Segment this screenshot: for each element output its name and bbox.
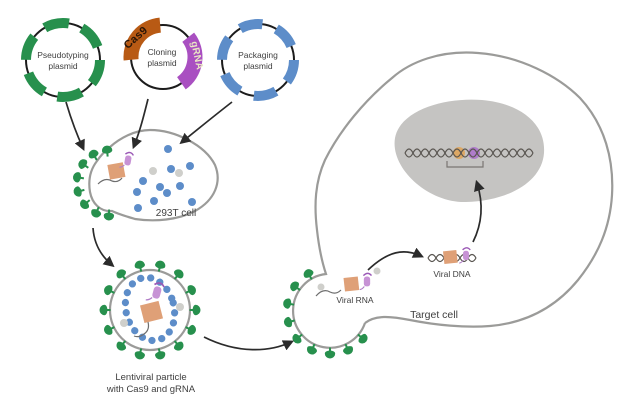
protein-dot — [149, 167, 157, 175]
spike-icon — [72, 171, 85, 184]
cloning-label-line1: Cloning — [148, 47, 177, 57]
arrow-dna-to-nucleus — [472, 179, 485, 243]
capsid-dot — [167, 165, 175, 173]
capsid-dot — [164, 145, 172, 153]
spike-icon — [76, 157, 92, 173]
rna-strand — [315, 289, 342, 297]
capsid-dot — [163, 189, 171, 197]
arrow-cloning-to-cell — [131, 98, 149, 150]
target-cell-membrane — [291, 51, 614, 349]
packaging-label-line2: plasmid — [243, 61, 273, 71]
spike-icon — [72, 184, 86, 198]
capsid-proteins — [133, 145, 196, 212]
producer-cell-label: 293T cell — [156, 208, 196, 219]
packaging-gene-segments — [217, 19, 299, 101]
envelope-gene-segments — [21, 18, 105, 102]
cas9-grna-complex — [97, 150, 135, 185]
protein-dot — [317, 283, 325, 291]
viral-dna-label: Viral DNA — [433, 269, 470, 279]
capsid-dot — [139, 177, 147, 185]
cas9-gene-arc — [123, 17, 162, 61]
viral-rna-label: Viral RNA — [336, 295, 373, 305]
packaging-plasmid: Packaging plasmid — [217, 19, 299, 101]
grna-icon — [359, 272, 373, 291]
capsid-dot — [186, 162, 194, 170]
producer-cell-293t: 293T cell — [72, 128, 219, 222]
rna-strand — [97, 177, 123, 185]
nucleus — [394, 99, 545, 203]
capsid-dot — [134, 204, 142, 212]
spike-icon — [189, 304, 201, 316]
pseudotyping-label-line2: plasmid — [48, 61, 78, 71]
cas9-protein-icon — [107, 162, 126, 180]
capsid-dot — [150, 197, 158, 205]
capsid-ring — [121, 273, 179, 345]
pseudotyping-plasmid: Pseudotyping plasmid — [21, 18, 105, 102]
particle-label-line2: with Cas9 and gRNA — [106, 384, 196, 395]
rna-strand — [133, 321, 150, 338]
arrow-packaging-to-cell — [179, 101, 233, 145]
capsid-dot — [156, 183, 164, 191]
spike-icon — [324, 347, 336, 359]
protein-dot — [175, 169, 183, 177]
cas9-protein-icon — [343, 276, 360, 292]
arrow-particle-to-target — [203, 336, 294, 351]
cloning-label-line2: plasmid — [147, 58, 177, 68]
293t-cell-membrane — [88, 128, 219, 222]
viral-rna-complex: Viral RNA — [315, 267, 381, 305]
spike-icon — [290, 330, 306, 346]
process-arrows — [65, 98, 485, 351]
protein-dot — [373, 267, 381, 275]
grna-gene-arc — [176, 32, 203, 90]
spike-icon — [99, 304, 111, 316]
arrow-pseudotyping-to-cell — [65, 101, 85, 152]
integration-bracket — [446, 161, 484, 168]
capsid-dot — [176, 182, 184, 190]
integrated-cas9-site — [453, 147, 465, 159]
lentiviral-particle: Lentiviral particle with Cas9 and gRNA — [99, 259, 201, 395]
particle-label-line1: Lentiviral particle — [115, 372, 186, 383]
genomic-dna-helix-2 — [404, 148, 534, 158]
protein-dot — [120, 319, 128, 327]
cargo-cas9-grna — [133, 279, 166, 338]
capsid-dot — [188, 198, 196, 206]
packaging-label-line1: Packaging — [238, 50, 278, 60]
spike-icon — [354, 330, 370, 346]
target-cell-label: Target cell — [410, 309, 458, 321]
cloning-plasmid: Cas9 gRNA Cloning plasmid — [122, 17, 205, 90]
target-cell: Viral RNA Viral DNA Target cell — [282, 51, 614, 359]
pseudotyping-label-line1: Pseudotyping — [37, 50, 89, 60]
cas9-protein-icon — [443, 250, 458, 264]
arrow-rna-to-dna — [367, 247, 425, 271]
arrow-cell-to-particle — [92, 227, 115, 268]
capsid-dot — [133, 188, 141, 196]
protein-dot — [176, 303, 184, 311]
viral-dna-complex: Viral DNA — [427, 247, 477, 279]
